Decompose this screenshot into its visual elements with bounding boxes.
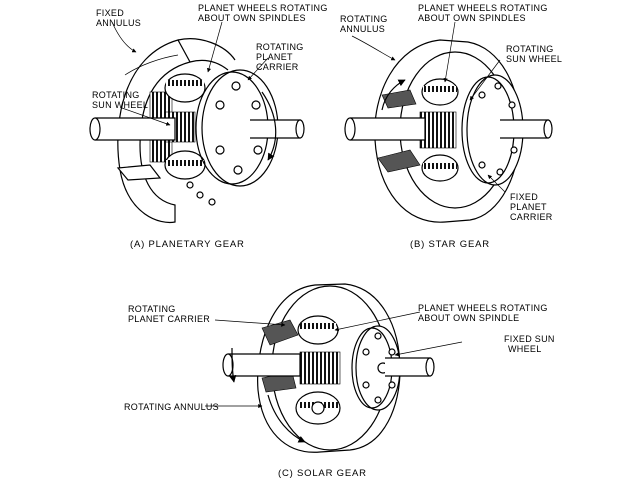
solar-input-shaft [222, 353, 301, 377]
label-star-rotating-sun-1: ROTATING [506, 44, 554, 54]
label-solar-rotating-carrier-1: ROTATING [128, 304, 176, 314]
label-solar-planet-wheels-2: ABOUT OWN SPINDLE [418, 313, 519, 323]
label-solar-rotating-carrier-2: PLANET CARRIER [128, 314, 210, 324]
label-fixed-annulus-1: FIXED [96, 8, 124, 18]
star-output-shaft [500, 119, 553, 139]
fixed-planet-carrier [461, 74, 524, 186]
label-rotating-sun-2: SUN WHEEL [92, 100, 148, 110]
rotating-planet-carrier [186, 69, 279, 206]
label-rotating-annulus-2: ANNULUS [340, 24, 385, 34]
caption-solar: (C) SOLAR GEAR [278, 468, 367, 479]
label-fixed-carrier-1: FIXED [510, 192, 538, 202]
planetary-input-shaft [89, 117, 176, 141]
label-rotating-sun-1: ROTATING [92, 90, 140, 100]
fixed-annulus [116, 38, 236, 224]
label-rotating-annulus-1: ROTATING [340, 14, 388, 24]
label-rotating-carrier-2: PLANET [256, 52, 293, 62]
label-fixed-annulus-2: ANNULUS [96, 18, 141, 28]
solar-planet-wheels [295, 315, 341, 425]
label-solar-planet-wheels-1: PLANET WHEELS ROTATING [418, 303, 548, 313]
planet-wheels [164, 73, 206, 180]
label-fixed-carrier-3: CARRIER [510, 212, 553, 222]
label-planet-wheels-1: PLANET WHEELS ROTATING [198, 3, 328, 13]
solar-output-shaft [385, 357, 435, 377]
label-fixed-carrier-2: PLANET [510, 202, 547, 212]
caption-planetary: (A) PLANETARY GEAR [130, 239, 245, 250]
label-fixed-sun-2: WHEEL [508, 344, 542, 354]
label-planet-wheels-2: ABOUT OWN SPINDLES [198, 13, 306, 23]
label-fixed-sun-1: FIXED SUN [504, 334, 555, 344]
star-gear-diagram: ROTATING ANNULUS PLANET WHEELS ROTATING … [340, 3, 562, 250]
star-sun-wheel [419, 111, 457, 149]
label-solar-rotating-annulus: ROTATING ANNULUS [124, 402, 219, 412]
label-rotating-carrier-1: ROTATING [256, 42, 304, 52]
label-star-planet-wheels-2: ABOUT OWN SPINDLES [418, 13, 526, 23]
label-rotating-carrier-3: CARRIER [256, 62, 299, 72]
star-input-shaft [344, 117, 426, 141]
caption-star: (B) STAR GEAR [410, 239, 490, 250]
planetary-gear-diagram: FIXED ANNULUS PLANET WHEELS ROTATING ABO… [89, 3, 328, 250]
star-planet-wheels [421, 78, 459, 182]
label-star-planet-wheels-1: PLANET WHEELS ROTATING [418, 3, 548, 13]
label-star-rotating-sun-2: SUN WHEEL [506, 54, 562, 64]
planetary-output-shaft [250, 119, 305, 139]
solar-sun-wheel [299, 351, 341, 385]
solar-gear-diagram: ROTATING PLANET CARRIER PLANET WHEELS RO… [124, 283, 555, 479]
